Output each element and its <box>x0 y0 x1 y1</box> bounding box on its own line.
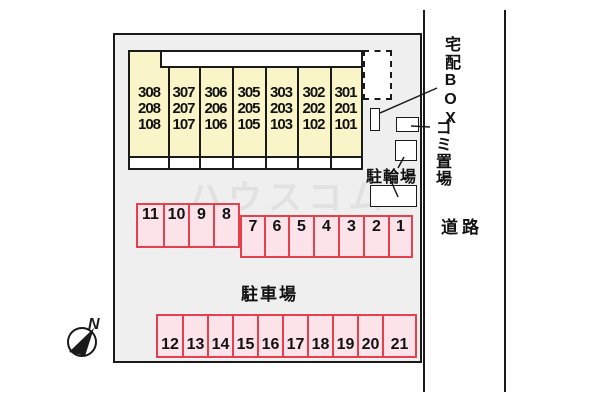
parking-space-number: 15 <box>236 336 255 353</box>
unit-number: 205 <box>237 100 260 117</box>
parking-space-16: 16 <box>257 314 284 358</box>
parking-space-18: 18 <box>307 314 334 358</box>
parking-space-number: 7 <box>248 218 258 235</box>
parking-space-number: 17 <box>286 336 305 353</box>
unit-number: 202 <box>302 100 325 117</box>
unit-number: 306 <box>204 84 227 101</box>
building-column-divider <box>297 67 299 170</box>
unit-number: 107 <box>172 116 195 133</box>
parking-space-7: 7 <box>240 215 266 258</box>
unit-number: 302 <box>302 84 325 101</box>
balcony-strip <box>128 156 363 170</box>
parking-space-number: 16 <box>261 336 280 353</box>
label-parking-lot: 駐車場 <box>241 285 298 304</box>
parking-space-number: 3 <box>347 218 356 235</box>
garbage-area-box <box>396 117 419 132</box>
parking-space-number: 14 <box>211 336 230 353</box>
unit-number: 208 <box>137 100 161 117</box>
label-bicycle-parking: 駐輪場 <box>366 169 418 186</box>
parking-space-12: 12 <box>156 314 184 358</box>
building-column-divider <box>330 67 332 170</box>
parking-space-15: 15 <box>232 314 259 358</box>
parking-space-number: 8 <box>222 206 231 223</box>
parking-space-19: 19 <box>332 314 359 358</box>
building-column-divider <box>232 67 234 170</box>
dashed-annex-outline <box>363 50 392 100</box>
bicycle-parking-lower-box <box>370 185 417 207</box>
parking-space-number: 19 <box>336 336 355 353</box>
unit-number: 108 <box>137 116 161 133</box>
parking-space-number: 18 <box>311 336 330 353</box>
parking-space-14: 14 <box>207 314 234 358</box>
bicycle-parking-upper-box <box>395 140 417 161</box>
unit-number: 103 <box>269 116 293 133</box>
unit-number: 101 <box>334 116 357 133</box>
compass-north-icon: N <box>67 316 100 357</box>
unit-number: 305 <box>237 84 260 101</box>
parking-space-4: 4 <box>313 215 340 258</box>
parking-space-5: 5 <box>288 215 315 258</box>
label-delivery-box: 宅配BOX <box>442 36 459 129</box>
unit-number: 308 <box>137 84 161 101</box>
parking-space-number: 11 <box>142 206 159 223</box>
parking-space-10: 10 <box>163 203 190 248</box>
delivery-box <box>370 108 380 131</box>
parking-space-1: 1 <box>388 215 413 258</box>
parking-space-number: 13 <box>186 336 205 353</box>
parking-space-number: 1 <box>396 218 405 235</box>
unit-number: 207 <box>172 100 195 117</box>
parking-space-number: 4 <box>322 218 331 235</box>
parking-space-number: 9 <box>197 206 206 223</box>
parking-space-2: 2 <box>363 215 390 258</box>
unit-number: 102 <box>302 116 325 133</box>
corridor-strip <box>160 50 363 68</box>
parking-space-number: 10 <box>167 206 186 223</box>
unit-number: 307 <box>172 84 195 101</box>
parking-space-number: 12 <box>161 336 179 353</box>
parking-space-17: 17 <box>282 314 309 358</box>
parking-space-3: 3 <box>338 215 365 258</box>
unit-number: 106 <box>204 116 227 133</box>
unit-number: 203 <box>269 100 293 117</box>
parking-space-number: 5 <box>297 218 306 235</box>
parking-space-13: 13 <box>182 314 209 358</box>
compass-north-label: N <box>88 316 100 333</box>
parking-space-11: 11 <box>136 203 165 248</box>
parking-space-number: 2 <box>372 218 381 235</box>
parking-space-number: 6 <box>272 218 282 235</box>
parking-space-8: 8 <box>213 203 240 248</box>
parking-space-6: 6 <box>264 215 290 258</box>
unit-number: 303 <box>269 84 293 101</box>
parking-space-20: 20 <box>357 314 384 358</box>
building-column-divider <box>265 67 267 170</box>
parking-space-9: 9 <box>188 203 215 248</box>
unit-number: 201 <box>334 100 357 117</box>
label-road: 道路 <box>441 218 483 237</box>
unit-number: 301 <box>334 84 357 101</box>
parking-space-number: 20 <box>361 336 380 353</box>
unit-number: 105 <box>237 116 260 133</box>
unit-number: 206 <box>204 100 227 117</box>
parking-space-21: 21 <box>382 314 417 358</box>
label-garbage-area: ゴミ置場 <box>433 119 450 187</box>
building-column-divider <box>168 67 170 170</box>
building-column-divider <box>199 67 201 170</box>
parking-space-number: 21 <box>390 336 409 353</box>
